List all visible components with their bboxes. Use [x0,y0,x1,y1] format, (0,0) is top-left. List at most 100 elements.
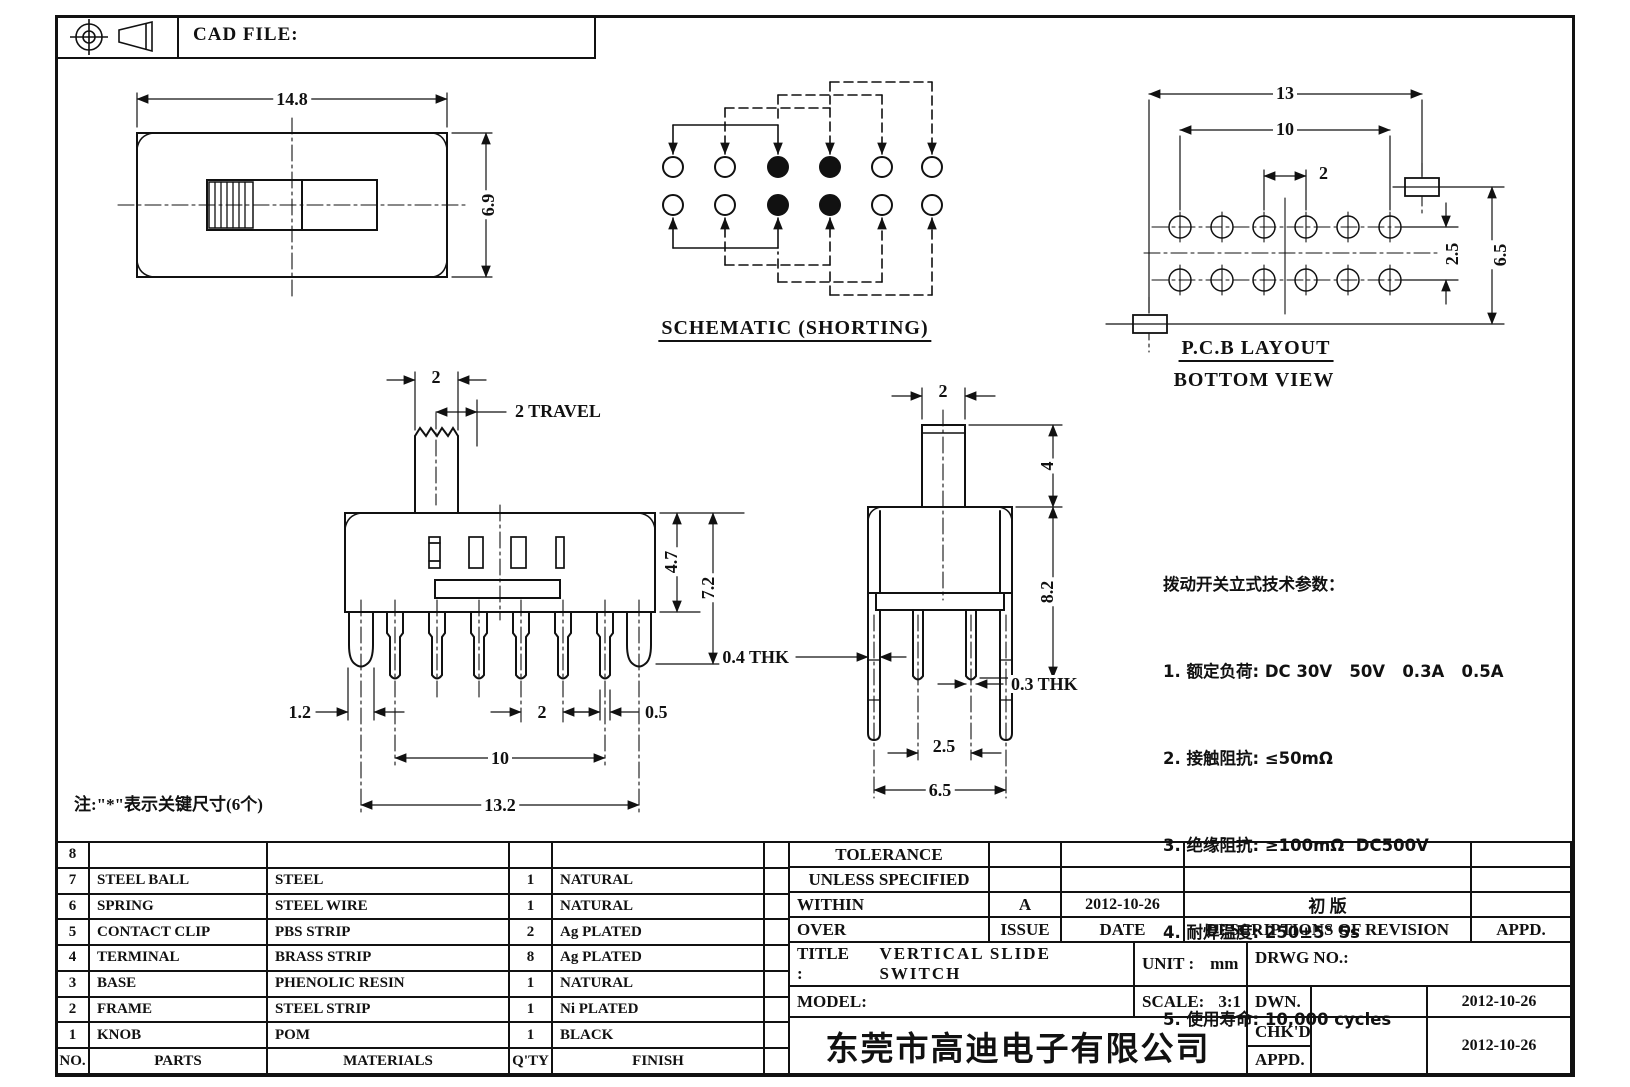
parts-cell: Ag PLATED [553,920,765,947]
pcb-title-line2: BOTTOM VIEW [1170,370,1338,390]
parts-cell: 4 [57,946,90,972]
parts-cell: STEEL STRIP [268,997,510,1024]
title-cell: TITLE : VERTICAL SLIDE SWITCH [790,943,1135,987]
title-value: VERTICAL SLIDE SWITCH [879,944,1051,983]
tech-params-title: 拨动开关立式技术参数： [1163,575,1345,594]
drwg-no-cell: DRWG NO.: [1248,943,1572,987]
parts-cell: 2 [57,997,90,1024]
projection-symbol-icon [70,19,153,55]
parts-cell: BRASS STRIP [268,946,510,972]
parts-cell: 8 [510,946,553,972]
dim-pcb-height: 6.5 [1490,240,1510,270]
parts-cell: 1 [510,868,553,895]
check-labels-column: CHK'D APPD. [1248,1018,1312,1075]
parts-header: Q'TY [510,1049,553,1075]
parts-cell [90,843,268,869]
dim-front-total-height: 7.2 [698,573,718,603]
dwn-date: 2012-10-26 [1428,987,1572,1018]
parts-cell: STEEL BALL [90,868,268,895]
dim-topview-height: 6.9 [478,190,498,220]
pcb-title-line1: P.C.B LAYOUT [1178,338,1334,362]
parts-cell [268,843,510,869]
parts-cell: SPRING [90,894,268,921]
cad-file-label: CAD FILE: [193,24,299,45]
over-label: OVER [790,918,990,943]
dim-front-knob: 2 [428,368,444,386]
dim-front-pin-width: 0.5 [642,703,671,721]
revision-date: 2012-10-26 [1062,893,1185,918]
parts-cell: KNOB [90,1023,268,1050]
tech-param-line: 1. 额定负荷: DC 30V 50V 0.3A 0.5A [1163,662,1504,681]
tech-param-line: 4. 耐焊温度: 250±5° 5s [1163,923,1360,942]
dim-side-pin-thickness: 0.3 THK [1008,675,1081,693]
dim-front-pitch: 2 [534,703,550,721]
dim-side-knob-height: 4 [1037,458,1057,474]
parts-cell: PHENOLIC RESIN [268,971,510,998]
unit-value: mm [1210,954,1239,973]
dwn-label: DWN. [1248,987,1312,1018]
parts-cell: BLACK [553,1023,765,1050]
scale-label: SCALE: [1142,991,1205,1011]
drawing-frame [55,15,1575,1077]
parts-cell: Ag PLATED [553,946,765,972]
tech-params-block: 拨动开关立式技术参数： 1. 额定负荷: DC 30V 50V 0.3A 0.5… [1163,512,1593,1087]
parts-cell: CONTACT CLIP [90,920,268,947]
model-cell: MODEL: [790,987,1135,1018]
parts-cell: NATURAL [553,971,765,998]
parts-cell: POM [268,1023,510,1050]
dim-front-lug-span: 13.2 [481,796,519,814]
parts-cell: 1 [57,1023,90,1050]
parts-header: MATERIALS [268,1049,510,1075]
company-name: 东莞市高迪电子有限公司 [790,1018,1248,1075]
spacer-column [765,843,790,1075]
tolerance-label-1: TOLERANCE [790,843,990,868]
appd-label: APPD. [1248,1047,1312,1075]
dim-front-lug-width: 1.2 [285,703,314,721]
dim-side-pitch: 2.5 [929,737,959,755]
parts-cell: STEEL [268,868,510,895]
parts-cell: 7 [57,868,90,895]
appd-header: APPD. [1472,918,1572,943]
parts-cell: 1 [510,894,553,921]
tech-param-line: 2. 接触阻抗: ≤50mΩ [1163,749,1333,768]
dwn-signature-cell [1312,987,1428,1018]
key-dimension-note: 注:"*"表示关键尺寸(6个) [74,795,263,814]
parts-header: FINISH [553,1049,765,1075]
parts-cell: 1 [510,997,553,1024]
scale-value: 3:1 [1218,991,1242,1011]
dim-topview-width: 14.8 [273,90,311,108]
parts-cell: Ni PLATED [553,997,765,1024]
title-area: TITLE : VERTICAL SLIDE SWITCH UNIT : mm … [790,943,1572,1075]
chkd-label: CHK'D [1248,1018,1312,1047]
parts-cell: TERMINAL [90,946,268,972]
title-label: TITLE : [797,944,849,983]
dim-side-body-height: 8.2 [1037,577,1057,607]
parts-cell: 1 [510,1023,553,1050]
parts-cell: FRAME [90,997,268,1024]
parts-cell [553,843,765,869]
parts-cell: 2 [510,920,553,947]
issue-value: A [990,893,1062,918]
tech-param-line: 5. 使用寿命: 10,000 cycles [1163,1010,1392,1029]
drawing-canvas [117,81,1505,813]
parts-cell: STEEL WIRE [268,894,510,921]
title-strip: 8 7 STEEL BALL STEEL 1 NATURAL 6 SPRING … [57,841,1572,1075]
tolerance-label-2: UNLESS SPECIFIED [790,868,990,893]
check-signature-cell [1312,1018,1428,1075]
parts-header: PARTS [90,1049,268,1075]
unit-cell: UNIT : mm [1135,943,1248,987]
dim-pcb-row: 2.5 [1442,239,1462,269]
dim-side-frame-thickness: 0.4 THK [719,648,792,666]
scale-cell: SCALE: 3:1 [1135,987,1248,1018]
parts-cell: 3 [57,971,90,998]
within-label: WITHIN [790,893,990,918]
dim-front-body-height: 4.7 [661,547,681,577]
dim-front-travel: 2 TRAVEL [512,402,604,420]
dim-pcb-overall: 13 [1273,84,1297,102]
parts-header: NO. [57,1049,90,1075]
dim-side-span: 6.5 [925,781,955,799]
title-block: TOLERANCE UNLESS SPECIFIED WITHIN A 2012… [790,843,1572,1075]
approve-date: 2012-10-26 [1428,1018,1572,1075]
parts-cell: 5 [57,920,90,947]
